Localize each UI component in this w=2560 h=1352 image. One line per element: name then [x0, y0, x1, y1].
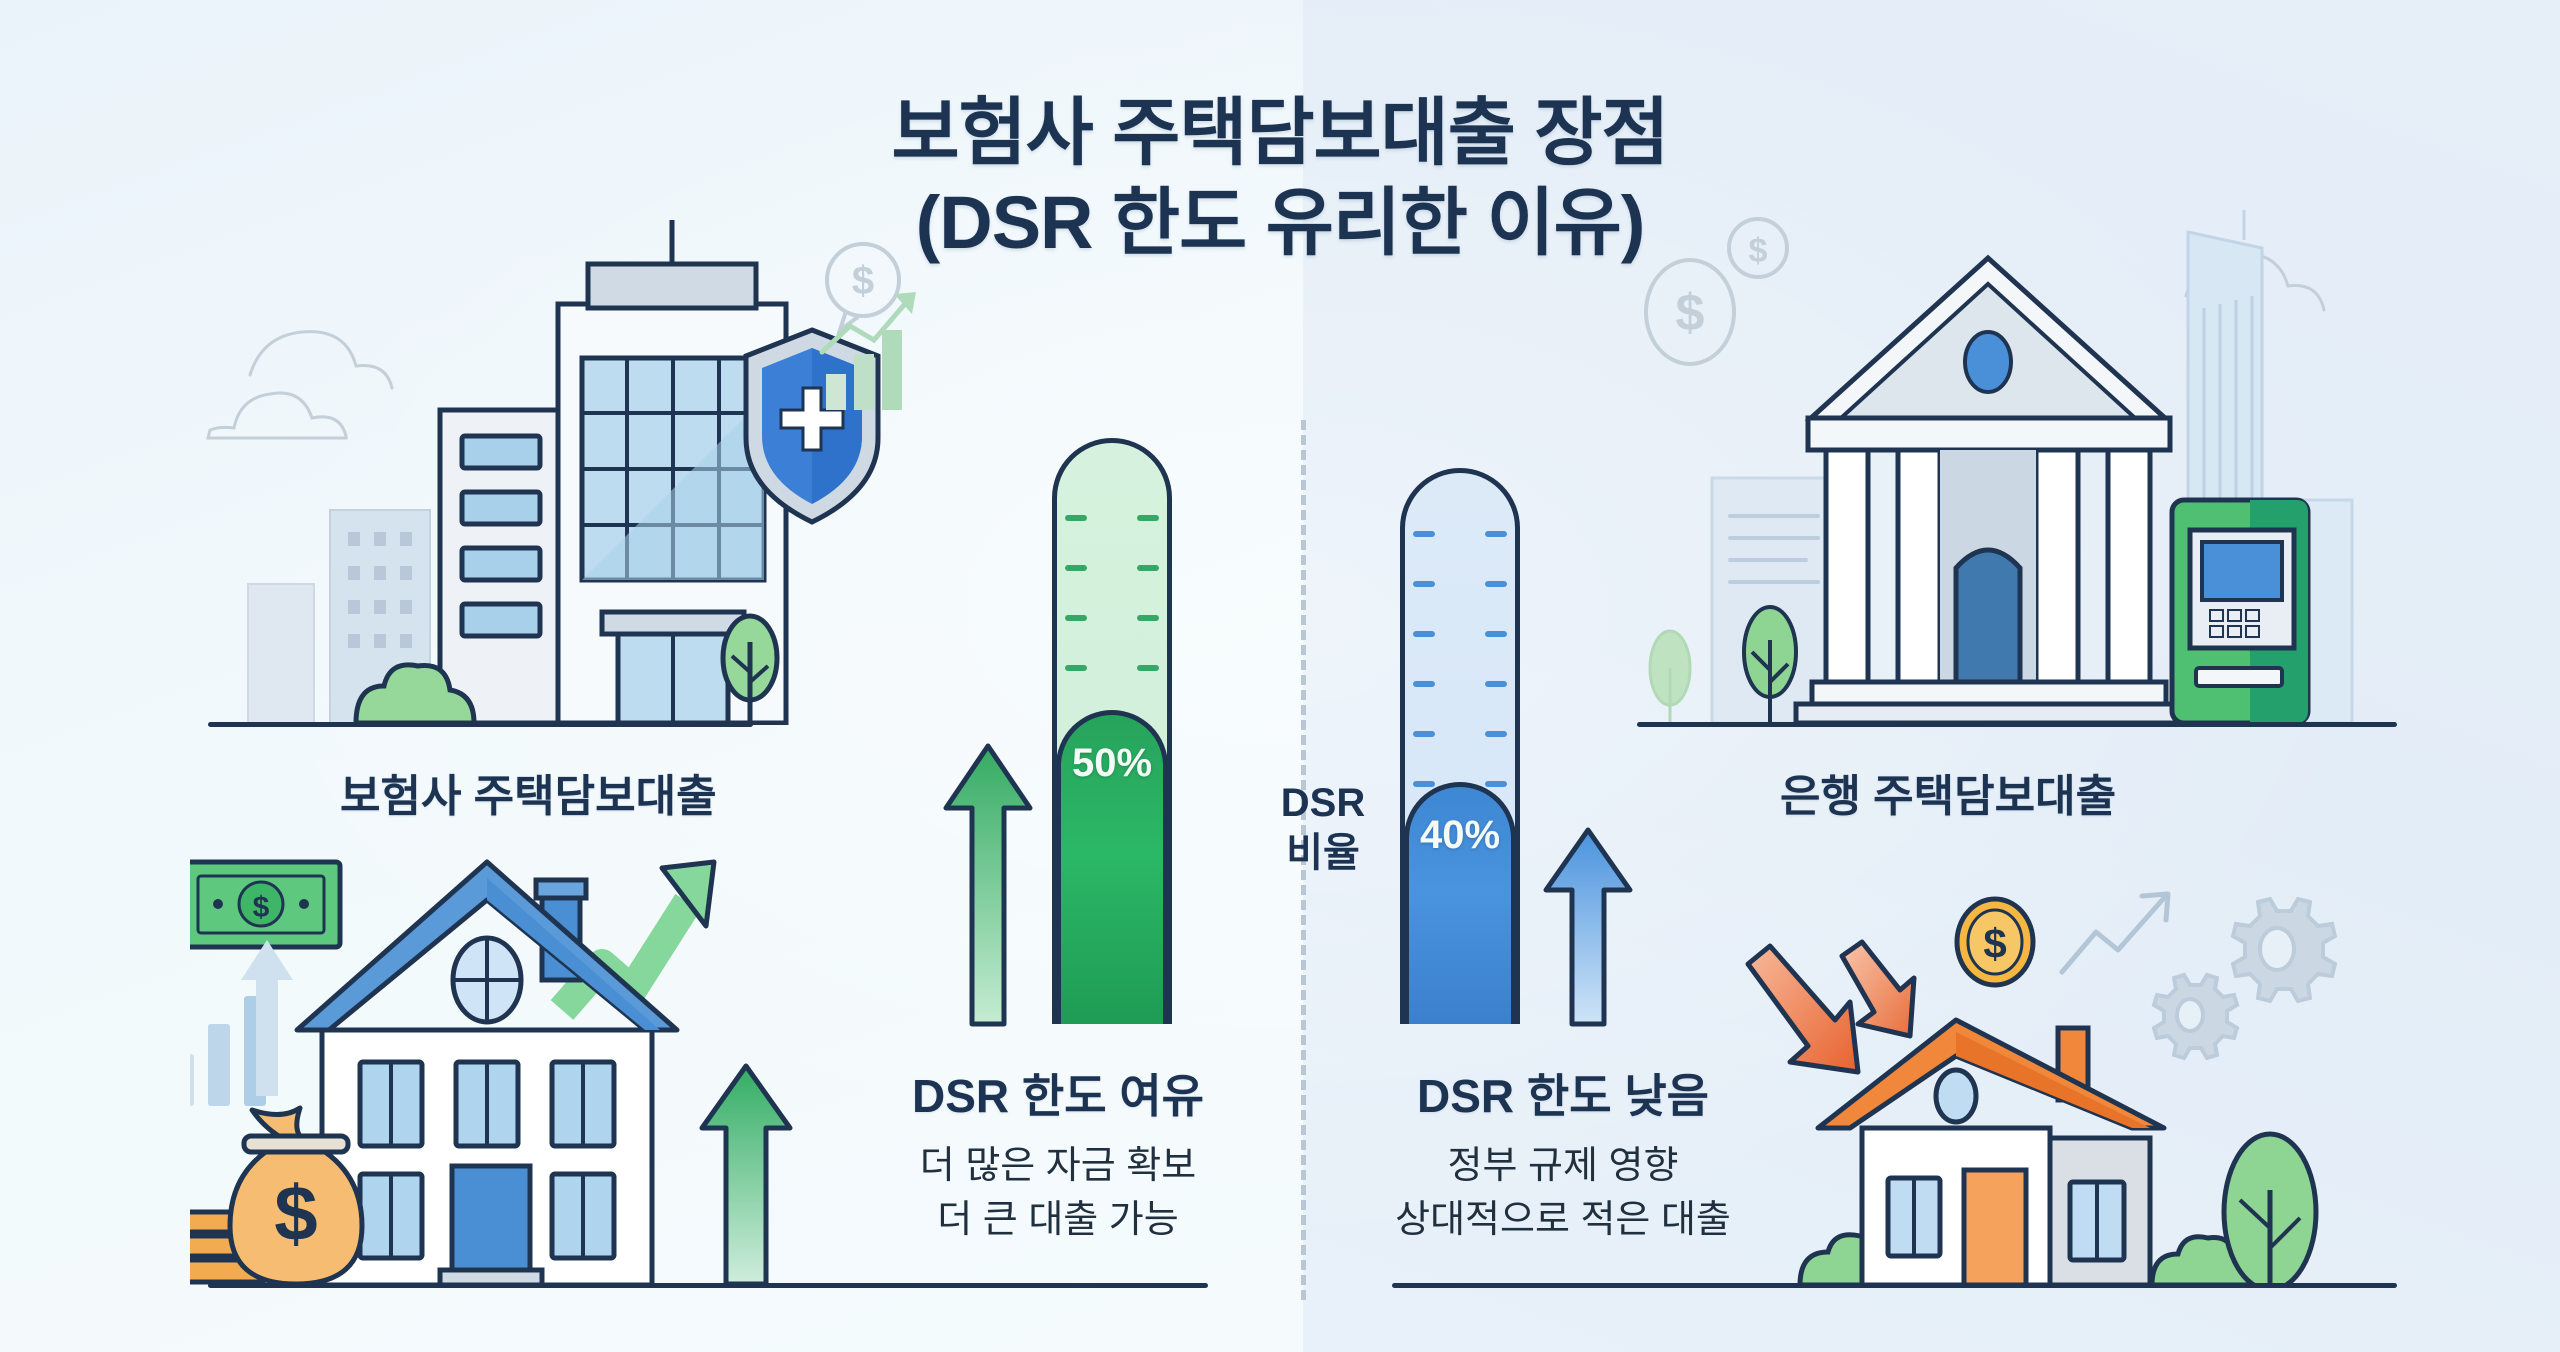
bank-column [2033, 447, 2081, 685]
svg-text:$: $ [274, 1169, 317, 1257]
single-story-house-icon [1815, 1017, 2167, 1285]
svg-text:$: $ [253, 891, 270, 924]
atm-machine-icon [2169, 497, 2311, 725]
dsr-value-bank: 40% [1419, 812, 1501, 857]
tower-cap [585, 261, 759, 311]
bank-column [1823, 447, 1871, 685]
dsr-gauge-insurance: 50% [1052, 438, 1172, 1024]
house-regulation-illustration: $ [1740, 860, 2440, 1285]
dsr-gauge-bank: 40% [1400, 468, 1520, 1024]
pediment-medallion [1963, 330, 2013, 394]
banknote-icon: $ [190, 859, 343, 950]
bush-icon [353, 662, 477, 725]
green-up-arrow-icon [699, 1063, 793, 1285]
bank-illustration: $ $ [1630, 200, 2420, 725]
bank-column [1895, 447, 1943, 685]
money-bag-icon: $ [227, 1105, 365, 1285]
svg-text:$: $ [1676, 284, 1705, 342]
ground-line-top-right [1637, 722, 2397, 727]
bar-chart-growth-icon [819, 292, 916, 410]
insurance-building-illustration: $ [150, 180, 950, 725]
house-money-illustration: $ [190, 840, 910, 1285]
right-section-caption: 은행 주택담보대출 [1780, 772, 2117, 821]
left-section-caption: 보험사 주택담보대출 [340, 772, 717, 821]
house-door [1961, 1167, 2029, 1285]
atm-card-slot [2194, 666, 2284, 688]
ground-line-bottom-right [1392, 1283, 2397, 1288]
tree-icon [1648, 629, 1692, 723]
green-up-arrow-icon [938, 740, 1038, 1028]
ground-line-bottom-left [208, 1283, 1208, 1288]
house-door [449, 1163, 533, 1279]
svg-text:$: $ [1983, 920, 2006, 967]
dsr-ratio-label: DSR 비율 [1228, 778, 1418, 878]
dollar-coin-icon: $ [1644, 258, 1736, 366]
bank-benefit-headline: DSR 한도 낮음 [1417, 1070, 1709, 1122]
insurance-benefit-sub-1: 더 많은 자금 확보 [919, 1145, 1197, 1187]
atm-screen [2200, 540, 2284, 602]
bank-benefit-sub-2: 상대적으로 적은 대출 [1395, 1198, 1731, 1241]
gold-dollar-coin-icon: $ [1954, 896, 2036, 988]
skyline-block [247, 583, 315, 724]
svg-text:$: $ [1749, 232, 1768, 270]
trend-line-arrow-icon [2059, 891, 2171, 975]
blue-up-arrow-icon [1538, 824, 1638, 1028]
dsr-gauge-fill-bank: 40% [1405, 781, 1515, 1024]
page-title: 보험사 주택담보대출 장점 (DSR 한도 유리한 이유) [0, 88, 2560, 269]
insurance-benefit-sub-2: 더 큰 대출 가능 [937, 1198, 1179, 1241]
two-story-house-icon [294, 859, 680, 1285]
insurance-benefit-headline: DSR 한도 여유 [912, 1070, 1204, 1122]
bank-benefit-block: DSR 한도 낮음 정부 규제 영향 상대적으로 적은 대출 [1348, 1060, 1778, 1248]
bar-chart-growth-icon [190, 940, 293, 1106]
dsr-gauge-fill-insurance: 50% [1057, 710, 1167, 1024]
gear-icon [2230, 896, 2338, 1004]
bank-benefit-sub-1: 정부 규제 영향 [1447, 1145, 1679, 1187]
tree-icon [720, 613, 780, 723]
dollar-coin-small-icon: $ [1727, 217, 1789, 279]
title-line-1: 보험사 주택담보대출 장점 [891, 91, 1670, 174]
bank-column [2105, 447, 2153, 685]
ground-line-top-left [208, 722, 753, 727]
title-line-2: (DSR 한도 유리한 이유) [915, 181, 1646, 265]
dsr-label-line-2: 비율 [1286, 831, 1360, 875]
bank-building-icon [1793, 254, 2185, 725]
dsr-label-line-1: DSR [1280, 781, 1366, 825]
bank-door [1953, 547, 2023, 685]
tower-canopy [599, 609, 747, 637]
dsr-value-insurance: 50% [1071, 741, 1153, 786]
tree-icon [1742, 605, 1798, 723]
tree-icon [2221, 1131, 2319, 1285]
cloud-icon [206, 330, 394, 440]
dollar-speech-bubble-icon [825, 242, 901, 336]
center-dashed-divider [1301, 420, 1306, 1300]
insurance-benefit-block: DSR 한도 여유 더 많은 자금 확보 더 큰 대출 가능 [858, 1060, 1258, 1248]
dollar-glyph: $ [852, 259, 874, 303]
red-down-arrow-icon [1745, 939, 1917, 1075]
skyline-window-dots [348, 532, 412, 648]
gear-small-icon [2151, 972, 2240, 1061]
